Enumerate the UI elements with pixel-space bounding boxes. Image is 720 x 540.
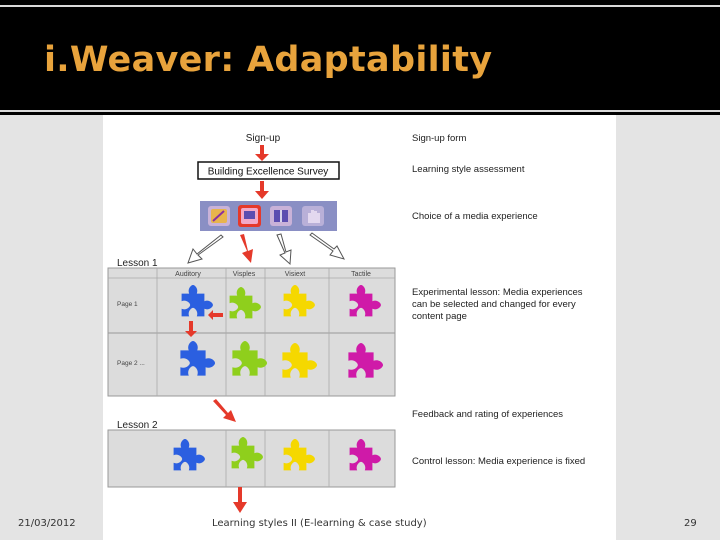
arrow-to-tactile <box>309 232 346 260</box>
left-side-band <box>0 115 103 540</box>
screen-icon <box>238 205 261 227</box>
footer-course-title: Learning styles II (E-learning & case st… <box>212 518 427 529</box>
label-experimental-3: content page <box>412 311 467 322</box>
signup-label: Sign-up <box>246 133 281 144</box>
column-visiext: Visiext <box>285 271 306 278</box>
column-visples: Visples <box>233 271 256 278</box>
row-label-page1: Page 1 <box>117 301 138 308</box>
label-experimental-2: can be selected and changed for every <box>412 299 576 310</box>
survey-arrow <box>255 181 269 199</box>
column-auditory: Auditory <box>175 271 201 278</box>
lesson1-label: Lesson 1 <box>117 258 158 269</box>
lesson2-label: Lesson 2 <box>117 420 158 431</box>
page-arrow <box>185 321 197 337</box>
feedback-arrow <box>213 399 236 422</box>
book-icon <box>270 206 292 226</box>
title-rule-bottom <box>0 110 720 112</box>
title-rule-top <box>0 5 720 7</box>
column-tactile: Tactile <box>351 271 371 278</box>
hand-icon <box>302 206 324 226</box>
arrow-to-visples <box>240 234 253 263</box>
row-label-page2: Page 2 ... <box>117 360 145 367</box>
switch-arrow <box>208 310 223 320</box>
label-choice: Choice of a media experience <box>412 211 538 222</box>
slide-number: 29 <box>684 518 697 529</box>
pen-icon <box>208 206 230 226</box>
label-feedback: Feedback and rating of experiences <box>412 409 563 420</box>
slide-title: i.Weaver: Adaptability <box>44 40 493 80</box>
arrow-to-auditory <box>187 234 224 264</box>
signup-arrow <box>255 145 269 161</box>
label-assessment: Learning style assessment <box>412 164 525 175</box>
title-bar: i.Weaver: Adaptability <box>0 0 720 115</box>
label-signup-form: Sign-up form <box>412 133 466 144</box>
exit-arrow <box>233 487 247 513</box>
adaptability-diagram: Sign-up Building Excellence Survey Lesso… <box>107 133 585 513</box>
label-control: Control lesson: Media experience is fixe… <box>412 456 585 467</box>
arrow-to-visiext <box>276 233 292 266</box>
label-experimental-1: Experimental lesson: Media experiences <box>412 287 583 298</box>
footer-date: 21/03/2012 <box>18 518 76 529</box>
survey-label: Building Excellence Survey <box>208 167 329 178</box>
survey-box <box>197 161 340 180</box>
right-side-band <box>616 115 720 540</box>
